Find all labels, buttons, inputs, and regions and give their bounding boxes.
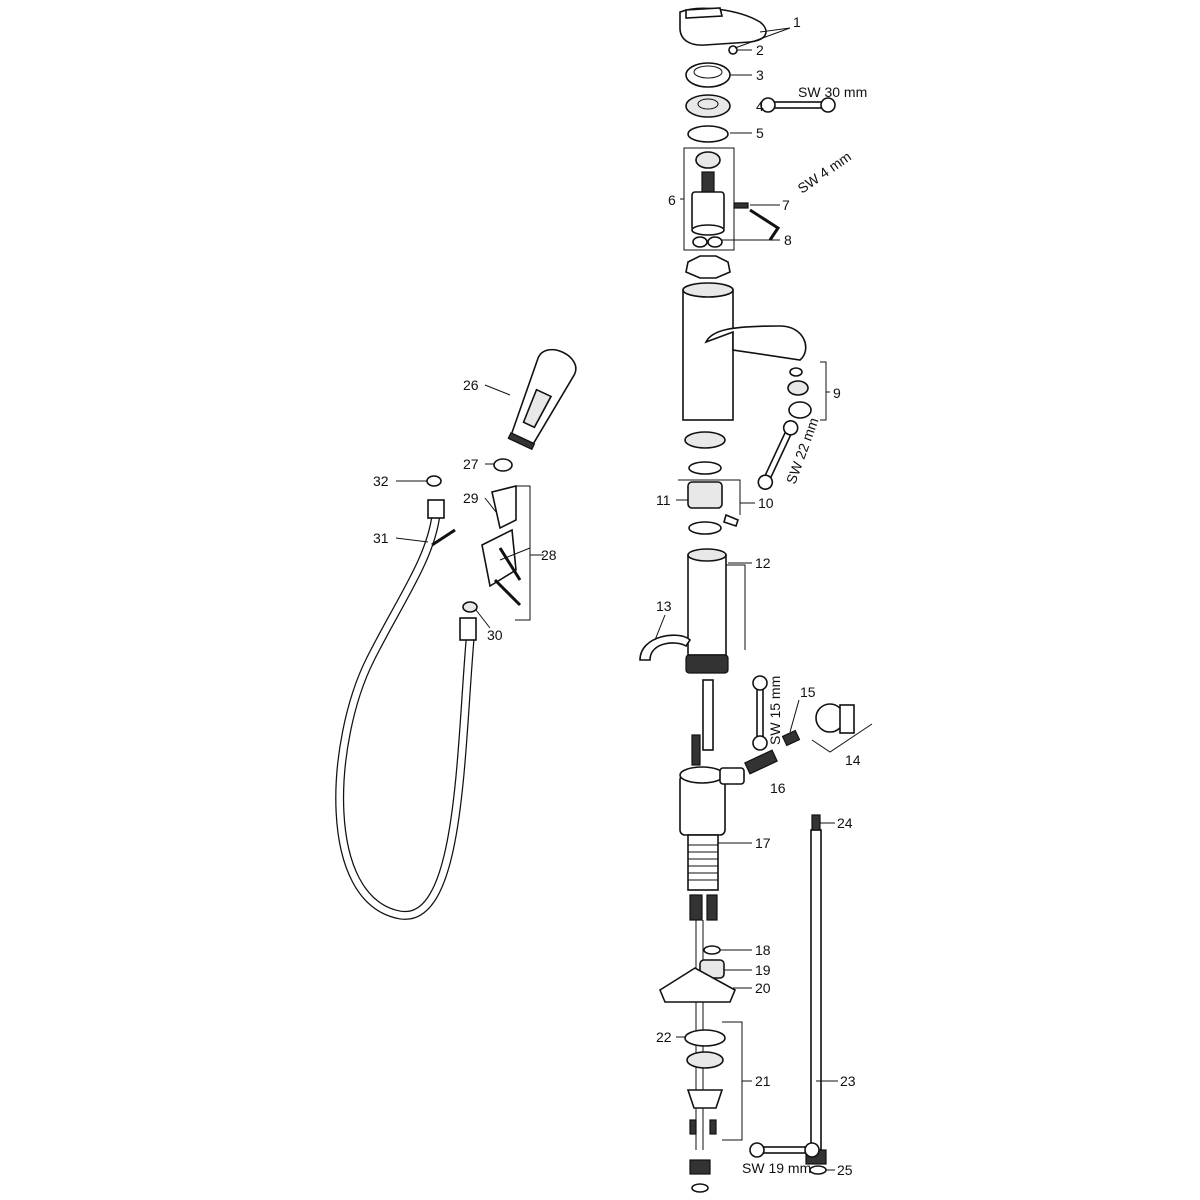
gasket xyxy=(685,255,731,279)
part-18-washer[interactable] xyxy=(703,945,721,955)
part-6-cartridge[interactable] xyxy=(683,147,735,251)
faucet-body-spout[interactable] xyxy=(682,282,807,421)
label-1: 1 xyxy=(793,14,801,30)
label-15: 15 xyxy=(800,684,816,700)
part-28-wall-holder[interactable] xyxy=(481,485,531,621)
part-3-cover[interactable] xyxy=(685,62,731,88)
washer-bottom xyxy=(691,1183,709,1193)
oring-lower xyxy=(684,431,726,449)
label-3: 3 xyxy=(756,67,764,83)
label-29: 29 xyxy=(463,490,479,506)
label-12: 12 xyxy=(755,555,771,571)
tool-label-sw4: SW 4 mm xyxy=(795,148,855,196)
wrench-icon-sw30 xyxy=(760,97,836,113)
leader-lines xyxy=(395,27,838,1171)
hex-key-icon xyxy=(749,208,781,241)
label-28: 28 xyxy=(541,547,557,563)
tool-labels: SW 30 mm SW 4 mm SW 22 mm SW 15 mm SW 19… xyxy=(742,84,867,1176)
label-26: 26 xyxy=(463,377,479,393)
part-labels: 1 2 3 4 5 6 7 8 9 10 11 12 13 14 15 16 1… xyxy=(373,14,861,1178)
label-25: 25 xyxy=(837,1162,853,1178)
part-13-clip[interactable] xyxy=(639,634,692,661)
part-7-grub-screw[interactable] xyxy=(733,202,749,209)
oring-small xyxy=(688,461,722,475)
part-26-hand-shower[interactable] xyxy=(502,344,581,452)
part-5-oring[interactable] xyxy=(687,125,729,143)
part-23-hose[interactable] xyxy=(805,814,827,1165)
label-13: 13 xyxy=(656,598,672,614)
label-6: 6 xyxy=(668,192,676,208)
tool-label-sw30: SW 30 mm xyxy=(798,84,867,100)
part-4-nut[interactable] xyxy=(685,94,731,118)
part-10-diverter[interactable] xyxy=(678,479,741,535)
label-16: 16 xyxy=(770,780,786,796)
label-30: 30 xyxy=(487,627,503,643)
part-22-seal[interactable] xyxy=(684,1029,726,1047)
part-25-washer[interactable] xyxy=(809,1165,827,1175)
label-11: 11 xyxy=(656,492,671,508)
part-29-holder-insert[interactable] xyxy=(491,484,517,530)
part-32-oring[interactable] xyxy=(426,475,442,487)
label-31: 31 xyxy=(373,530,389,546)
wrench-icon-sw22 xyxy=(757,420,799,490)
part-1-handle[interactable] xyxy=(679,7,767,46)
label-8: 8 xyxy=(784,232,792,248)
label-2: 2 xyxy=(756,42,764,58)
label-20: 20 xyxy=(755,980,771,996)
label-22: 22 xyxy=(656,1029,672,1045)
part-12-inner-tube[interactable] xyxy=(685,548,746,674)
tool-label-sw15: SW 15 mm xyxy=(767,676,783,745)
label-5: 5 xyxy=(756,125,764,141)
label-19: 19 xyxy=(755,962,771,978)
label-32: 32 xyxy=(373,473,389,489)
part-31-shower-hose[interactable] xyxy=(335,499,477,920)
label-4: 4 xyxy=(756,98,764,114)
base-body[interactable] xyxy=(679,734,745,836)
part-17-threaded-shank[interactable] xyxy=(687,834,719,1150)
connection-nut-bottom xyxy=(689,1159,711,1175)
part-9-aerator[interactable] xyxy=(787,361,827,421)
label-17: 17 xyxy=(755,835,771,851)
label-23: 23 xyxy=(840,1073,856,1089)
pull-rod xyxy=(702,679,714,751)
part-14-knob[interactable] xyxy=(811,703,873,753)
label-21: 21 xyxy=(755,1073,771,1089)
label-7: 7 xyxy=(782,197,790,213)
part-30-washer[interactable] xyxy=(462,601,478,613)
part-21-mounting-set[interactable] xyxy=(686,1021,743,1141)
part-20-plate[interactable] xyxy=(659,967,737,1003)
part-8-seals[interactable] xyxy=(692,236,723,248)
part-16-valve[interactable] xyxy=(744,749,778,775)
wrench-icon-sw19 xyxy=(749,1142,820,1158)
wrench-icon-sw15 xyxy=(752,675,768,751)
label-9: 9 xyxy=(833,385,841,401)
part-27-cone[interactable] xyxy=(493,458,513,472)
label-18: 18 xyxy=(755,942,771,958)
label-24: 24 xyxy=(837,815,853,831)
label-27: 27 xyxy=(463,456,479,472)
label-10: 10 xyxy=(758,495,774,511)
label-14: 14 xyxy=(845,752,861,768)
tool-label-sw19: SW 19 mm xyxy=(742,1160,811,1176)
part-15-screw[interactable] xyxy=(781,729,801,747)
